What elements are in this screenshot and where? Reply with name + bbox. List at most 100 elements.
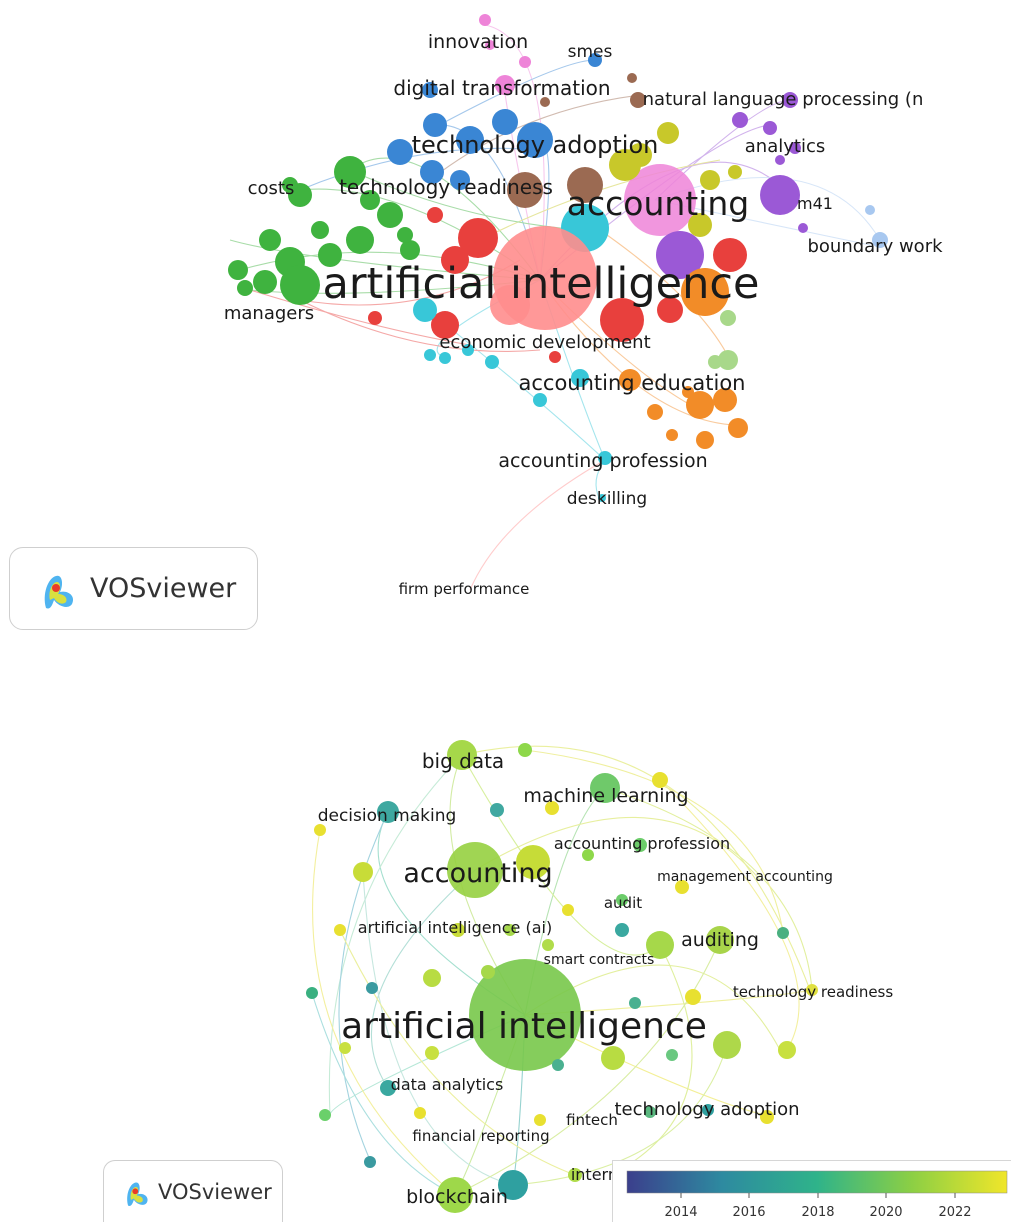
network-node xyxy=(518,743,532,757)
network-link xyxy=(524,749,784,934)
network-node xyxy=(516,845,550,879)
network-node xyxy=(314,824,326,836)
network-node xyxy=(624,164,696,236)
cluster-label: accounting education xyxy=(518,371,745,395)
cluster-label: smes xyxy=(568,42,613,62)
network-node xyxy=(504,924,516,936)
network-node xyxy=(397,227,413,243)
colorbar-tick: 2022 xyxy=(938,1205,971,1220)
network-node xyxy=(627,73,637,83)
network-node xyxy=(447,842,503,898)
cluster-label: innovation xyxy=(428,31,528,53)
network-link xyxy=(312,829,456,1196)
network-node xyxy=(253,270,277,294)
network-link xyxy=(454,939,721,1196)
overlay-label: blockchain xyxy=(406,1186,508,1208)
overlay-map: big data machine learning decision makin… xyxy=(306,740,893,1213)
network-node xyxy=(732,112,748,128)
network-node xyxy=(458,218,498,258)
network-node xyxy=(360,190,380,210)
network-node xyxy=(311,221,329,239)
colorbar-tick: 2016 xyxy=(732,1205,765,1220)
network-node xyxy=(420,160,444,184)
network-node xyxy=(778,1041,796,1059)
network-node xyxy=(540,97,550,107)
colorbar-graphic: 2014 2016 2018 2020 2022 xyxy=(626,1170,1008,1220)
network-node xyxy=(588,53,602,67)
network-link xyxy=(512,1044,728,1186)
network-node xyxy=(616,894,628,906)
network-node xyxy=(598,494,606,502)
network-node xyxy=(368,311,382,325)
network-node xyxy=(675,880,689,894)
overlay-label: auditing xyxy=(681,929,759,951)
network-link xyxy=(439,319,606,461)
cluster-labels: innovation smes digital transformation n… xyxy=(224,31,943,598)
overlay-label: accounting profession xyxy=(554,834,730,853)
network-node xyxy=(567,167,603,203)
overlay-labels: big data machine learning decision makin… xyxy=(318,749,894,1208)
network-node xyxy=(485,40,495,50)
overlay-label: smart contracts xyxy=(544,952,655,968)
network-node xyxy=(423,969,441,987)
network-node xyxy=(228,260,248,280)
network-node xyxy=(706,926,734,954)
network-node xyxy=(431,311,459,339)
network-node xyxy=(865,205,875,215)
network-node xyxy=(686,391,714,419)
network-node xyxy=(425,1046,439,1060)
overlay-label: financial reporting xyxy=(412,1127,549,1145)
network-node xyxy=(346,226,374,254)
cluster-label: artificial intelligence xyxy=(323,259,760,309)
network-node xyxy=(728,165,742,179)
network-node xyxy=(789,142,801,154)
network-node xyxy=(775,155,785,165)
network-node xyxy=(652,772,668,788)
network-node xyxy=(615,923,629,937)
cluster-label: accounting profession xyxy=(498,450,707,472)
network-node xyxy=(549,351,561,363)
network-node xyxy=(380,1080,396,1096)
network-node xyxy=(806,984,818,996)
cluster-label: managers xyxy=(224,303,314,324)
network-node xyxy=(441,246,469,274)
network-node xyxy=(485,355,499,369)
network-node xyxy=(630,92,646,108)
overlay-label: artificial intelligence xyxy=(341,1006,707,1047)
network-node xyxy=(437,1177,473,1213)
network-node xyxy=(777,927,789,939)
cluster-label: m41 xyxy=(797,194,833,213)
overlay-label: technology readiness xyxy=(733,983,894,1001)
colorbar-tick: 2018 xyxy=(801,1205,834,1220)
network-link xyxy=(469,459,606,591)
network-node xyxy=(872,232,888,248)
network-node xyxy=(424,349,436,361)
cluster-label: technology adoption xyxy=(412,131,659,159)
vosviewer-icon xyxy=(127,1181,148,1206)
network-node xyxy=(481,965,495,979)
network-node xyxy=(423,113,447,137)
network-node xyxy=(282,177,298,193)
overlay-label: management accounting xyxy=(657,869,833,885)
network-node xyxy=(571,369,589,387)
network-node xyxy=(798,223,808,233)
network-node xyxy=(628,143,652,167)
network-link xyxy=(429,59,596,131)
network-node xyxy=(387,139,413,165)
cluster-map: innovation smes digital transformation n… xyxy=(224,14,943,598)
network-link xyxy=(604,787,813,991)
cluster-label: analytics xyxy=(745,136,825,157)
cluster-label: digital transformation xyxy=(393,76,610,100)
network-link xyxy=(339,929,576,1176)
network-node xyxy=(519,56,531,68)
network-link xyxy=(299,299,541,352)
network-node xyxy=(439,352,451,364)
network-link xyxy=(328,754,463,1116)
network-node xyxy=(682,386,694,398)
network-link xyxy=(299,147,541,191)
cluster-label: deskilling xyxy=(567,489,647,509)
overlay-label: accounting xyxy=(403,858,552,889)
network-node xyxy=(364,1156,376,1168)
network-link xyxy=(229,239,541,281)
